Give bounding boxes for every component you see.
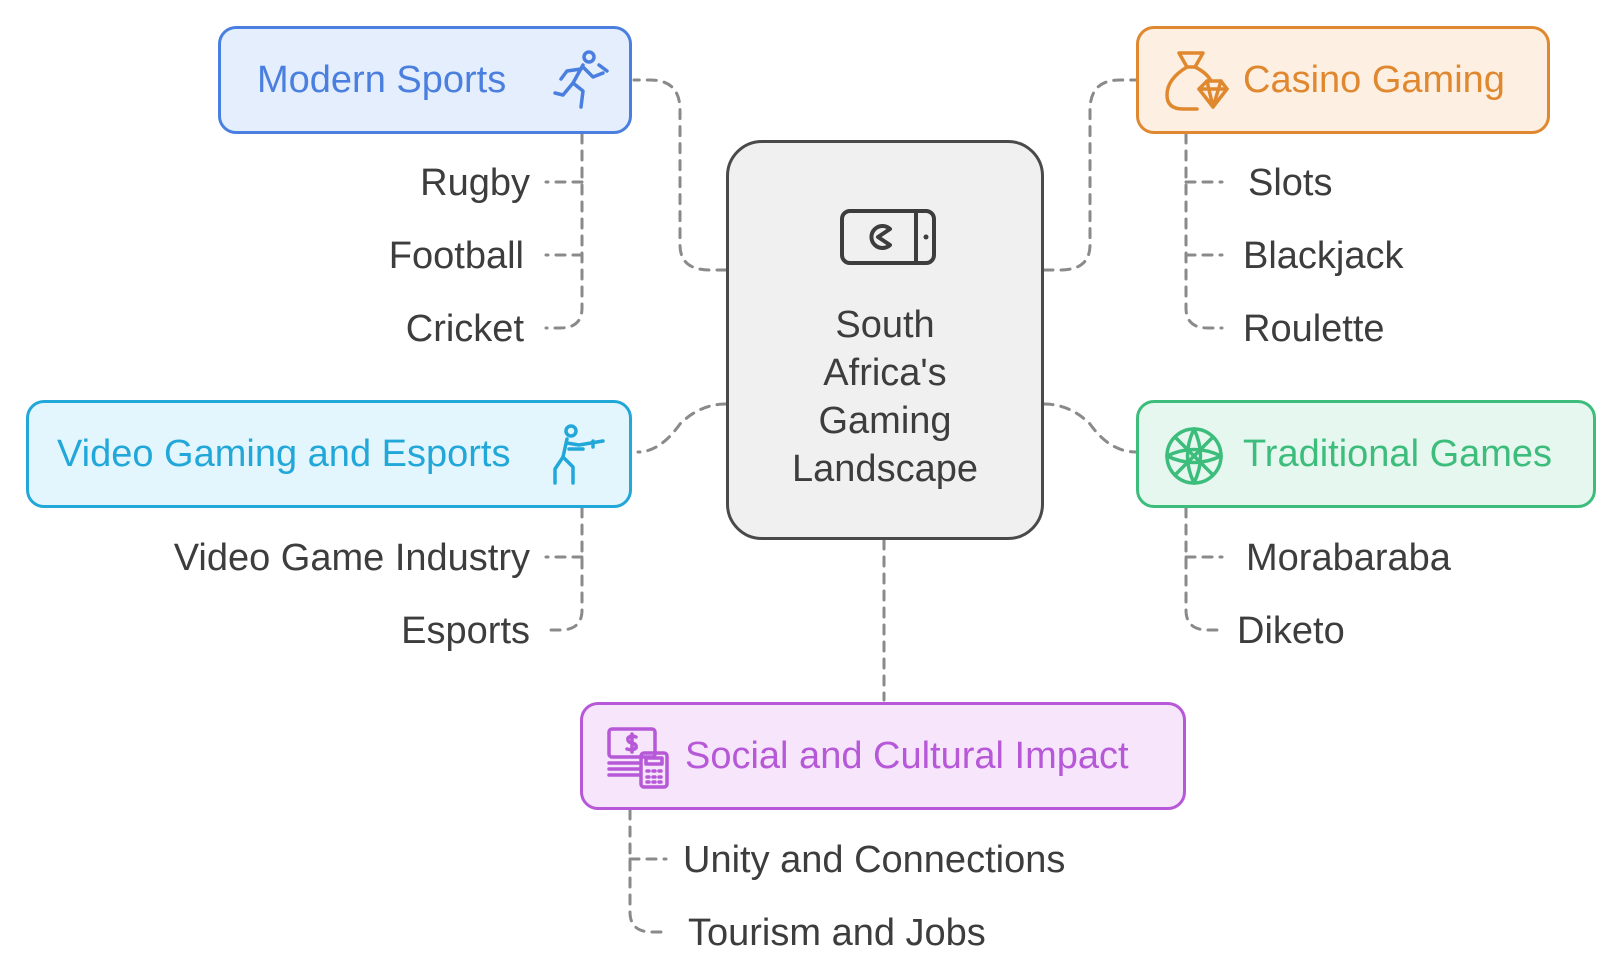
connector-modern-sports-items <box>544 132 584 330</box>
video-gaming-item: Video Game Industry <box>173 537 530 579</box>
social-impact-item: Unity and Connections <box>683 839 1066 881</box>
modern-sports-item: Football <box>388 235 524 277</box>
money-bag-diamond-icon <box>1165 51 1229 111</box>
center-node: South Africa's Gaming Landscape <box>726 140 1044 540</box>
casino-gaming-item: Roulette <box>1243 308 1385 350</box>
center-title-line: South <box>835 304 935 346</box>
woven-ball-icon <box>1165 427 1223 485</box>
center-title-line: Landscape <box>792 448 978 490</box>
connector-social-items <box>628 808 668 934</box>
money-calculator-icon <box>607 727 669 789</box>
modern-sports-node: Modern Sports <box>218 26 632 134</box>
modern-sports-item: Cricket <box>405 308 524 350</box>
connector-video-items <box>544 506 584 632</box>
social-impact-label: Social and Cultural Impact <box>685 735 1129 777</box>
connector-casino-items <box>1184 132 1224 330</box>
connector-center-modern-sports <box>632 78 728 272</box>
video-gaming-label: Video Gaming and Esports <box>57 433 511 475</box>
video-gaming-item: Esports <box>401 610 530 652</box>
traditional-games-node: Traditional Games <box>1136 400 1596 508</box>
game-console-icon <box>840 209 936 265</box>
traditional-games-label: Traditional Games <box>1243 433 1553 475</box>
modern-sports-label: Modern Sports <box>257 59 507 101</box>
casino-gaming-node: Casino Gaming <box>1136 26 1550 134</box>
center-title-line: Africa's <box>823 352 947 394</box>
casino-gaming-label: Casino Gaming <box>1243 59 1505 101</box>
connector-center-video <box>636 402 728 454</box>
video-gaming-node: Video Gaming and Esports <box>26 400 632 508</box>
center-title-line: Gaming <box>818 400 952 442</box>
casino-gaming-item: Blackjack <box>1243 235 1404 277</box>
social-impact-node: Social and Cultural Impact <box>580 702 1186 810</box>
casino-gaming-item: Slots <box>1248 162 1333 204</box>
shooter-player-icon <box>553 424 605 485</box>
connector-center-traditional <box>1042 402 1138 454</box>
connector-center-casino <box>1042 78 1138 272</box>
connector-traditional-items <box>1184 506 1224 632</box>
center-title: South Africa's Gaming Landscape <box>729 301 1041 493</box>
modern-sports-item: Rugby <box>420 162 530 204</box>
traditional-games-item: Morabaraba <box>1246 537 1451 579</box>
traditional-games-item: Diketo <box>1237 610 1345 652</box>
running-person-icon <box>553 50 609 109</box>
social-impact-item: Tourism and Jobs <box>688 912 986 954</box>
